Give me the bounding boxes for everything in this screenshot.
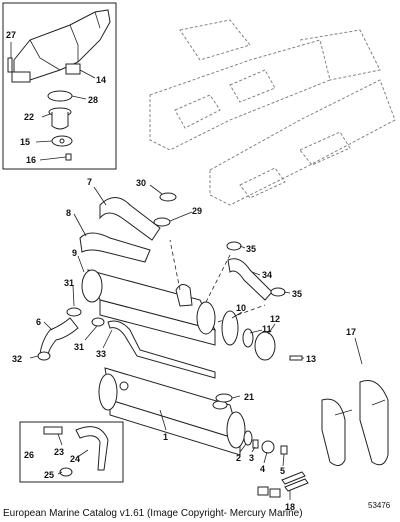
clamp-30-drawing [159,192,177,202]
clamp-35b-drawing [270,287,286,297]
callout-21: 21 [244,392,254,402]
callout-27: 27 [6,30,16,40]
callout-5: 5 [280,466,285,476]
callout-17: 17 [346,327,356,337]
plug-3-drawing [252,439,259,449]
diagram-number: 53476 [368,501,391,510]
callout-1: 1 [163,432,168,442]
o-ring-drawing [47,90,73,102]
callout-31b: 31 [74,342,84,352]
gasket-drawing [51,135,73,147]
callout-22: 22 [24,112,34,122]
callout-12: 12 [270,314,280,324]
bolt-27-drawing [7,57,13,73]
callout-9: 9 [72,248,77,258]
hose-8-drawing [79,232,151,263]
callout-15: 15 [20,137,30,147]
screw-small-drawing [65,153,72,161]
clamp-32-drawing [37,351,51,361]
end-cap-drawing [221,310,239,346]
clamp-29-drawing [153,217,171,227]
link-line-a [169,239,181,291]
callout-24: 24 [70,454,80,464]
callout-26: 26 [24,450,34,460]
callout-34: 34 [262,270,272,280]
image-caption: European Marine Catalog v1.61 (Image Cop… [3,508,303,519]
callout-29: 29 [192,206,202,216]
callout-6: 6 [36,317,41,327]
clamp-31a-drawing [66,307,82,317]
hose-24-drawing [75,426,109,471]
link-line-b [205,254,231,303]
callout-35b: 35 [292,289,302,299]
hose-7-drawing [99,197,161,241]
callout-18: 18 [285,502,295,512]
strap-17-drawing [321,380,389,466]
thermostat-drawing [48,107,72,130]
washer-2-drawing [243,430,253,446]
callout-2: 2 [236,453,241,463]
callout-11: 11 [262,324,272,334]
gasket-21-drawing [215,393,233,403]
gasket-11-drawing [242,328,254,348]
callout-31a: 31 [64,278,74,288]
callout-8: 8 [66,208,71,218]
heat-exchanger-lower [98,367,246,456]
callout-10: 10 [236,303,246,313]
callout-30: 30 [136,178,146,188]
screw-5-drawing [280,445,288,455]
callout-3: 3 [249,453,254,463]
engine-manifold-ghost [149,19,396,206]
tube-33-drawing [107,320,216,379]
callout-23: 23 [54,447,64,457]
bolt-13-drawing [289,355,303,361]
callout-32: 32 [12,354,22,364]
fitting-23-drawing [43,426,63,435]
callout-7: 7 [87,177,92,187]
clamp-31b-drawing [91,317,105,327]
callout-33: 33 [96,349,106,359]
callout-13: 13 [306,354,316,364]
callout-28: 28 [88,95,98,105]
clamp-25-drawing [59,467,73,477]
callout-14: 14 [96,75,106,85]
anode-18-drawing [257,471,309,498]
clamp-35a-drawing [226,241,242,251]
hose-34-drawing [227,258,273,301]
callout-25: 25 [44,470,54,480]
callout-35a: 35 [246,244,256,254]
callout-16: 16 [26,155,36,165]
cover-plate-12-drawing [254,331,276,361]
gasket-4-drawing [261,440,275,454]
hose-6-drawing [39,317,79,357]
leader-lines [10,42,363,500]
exhaust-elbow-drawing [11,9,111,83]
heat-exchanger-upper [81,269,216,346]
callout-4: 4 [260,464,265,474]
